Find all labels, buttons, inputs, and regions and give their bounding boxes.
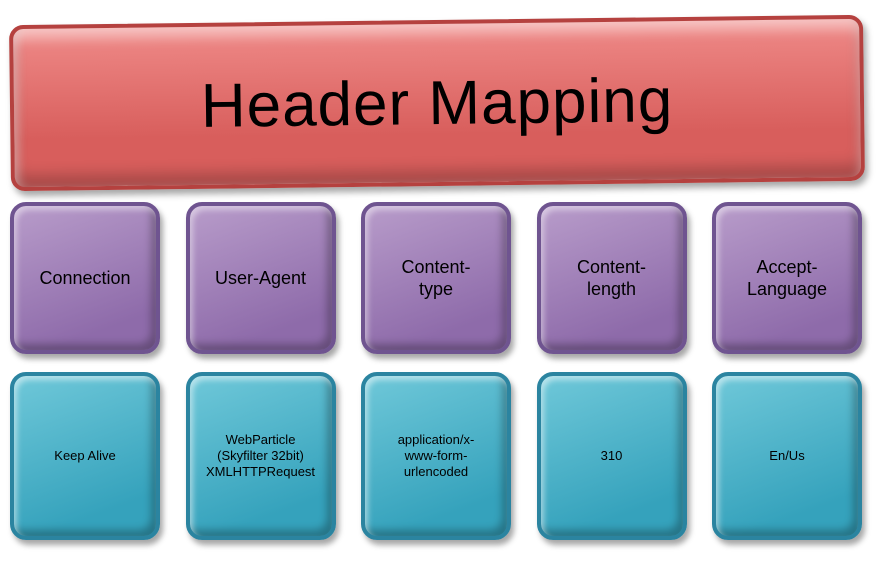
- header-row: Connection User-Agent Content- type Cont…: [10, 202, 862, 354]
- value-label-content-type: application/x- www-form- urlencoded: [397, 431, 475, 480]
- title-banner: Header Mapping: [9, 14, 865, 192]
- value-box-user-agent: WebParticle (Skyfilter 32bit) XMLHTTPReq…: [185, 372, 336, 540]
- diagram-title: Header Mapping: [200, 65, 674, 141]
- value-box-connection: Keep Alive: [10, 372, 160, 540]
- value-label-user-agent: WebParticle (Skyfilter 32bit) XMLHTTPReq…: [205, 431, 316, 480]
- header-label-content-length: Content- length: [576, 256, 647, 300]
- value-box-content-length: 310: [536, 372, 687, 540]
- header-label-accept-language: Accept- Language: [746, 256, 828, 300]
- header-label-content-type: Content- type: [401, 256, 471, 300]
- header-label-user-agent: User-Agent: [214, 267, 307, 288]
- header-box-content-length: Content- length: [536, 202, 687, 354]
- header-label-connection: Connection: [39, 267, 131, 288]
- value-box-content-type: application/x- www-form- urlencoded: [361, 372, 511, 540]
- value-label-content-length: 310: [600, 447, 623, 463]
- value-box-accept-language: En/Us: [712, 372, 862, 540]
- value-row: Keep Alive WebParticle (Skyfilter 32bit)…: [10, 372, 862, 540]
- header-box-connection: Connection: [10, 202, 160, 354]
- header-box-content-type: Content- type: [361, 202, 511, 354]
- value-label-accept-language: En/Us: [769, 447, 805, 463]
- value-label-connection: Keep Alive: [54, 447, 116, 463]
- header-box-accept-language: Accept- Language: [712, 202, 862, 354]
- header-box-user-agent: User-Agent: [185, 202, 336, 354]
